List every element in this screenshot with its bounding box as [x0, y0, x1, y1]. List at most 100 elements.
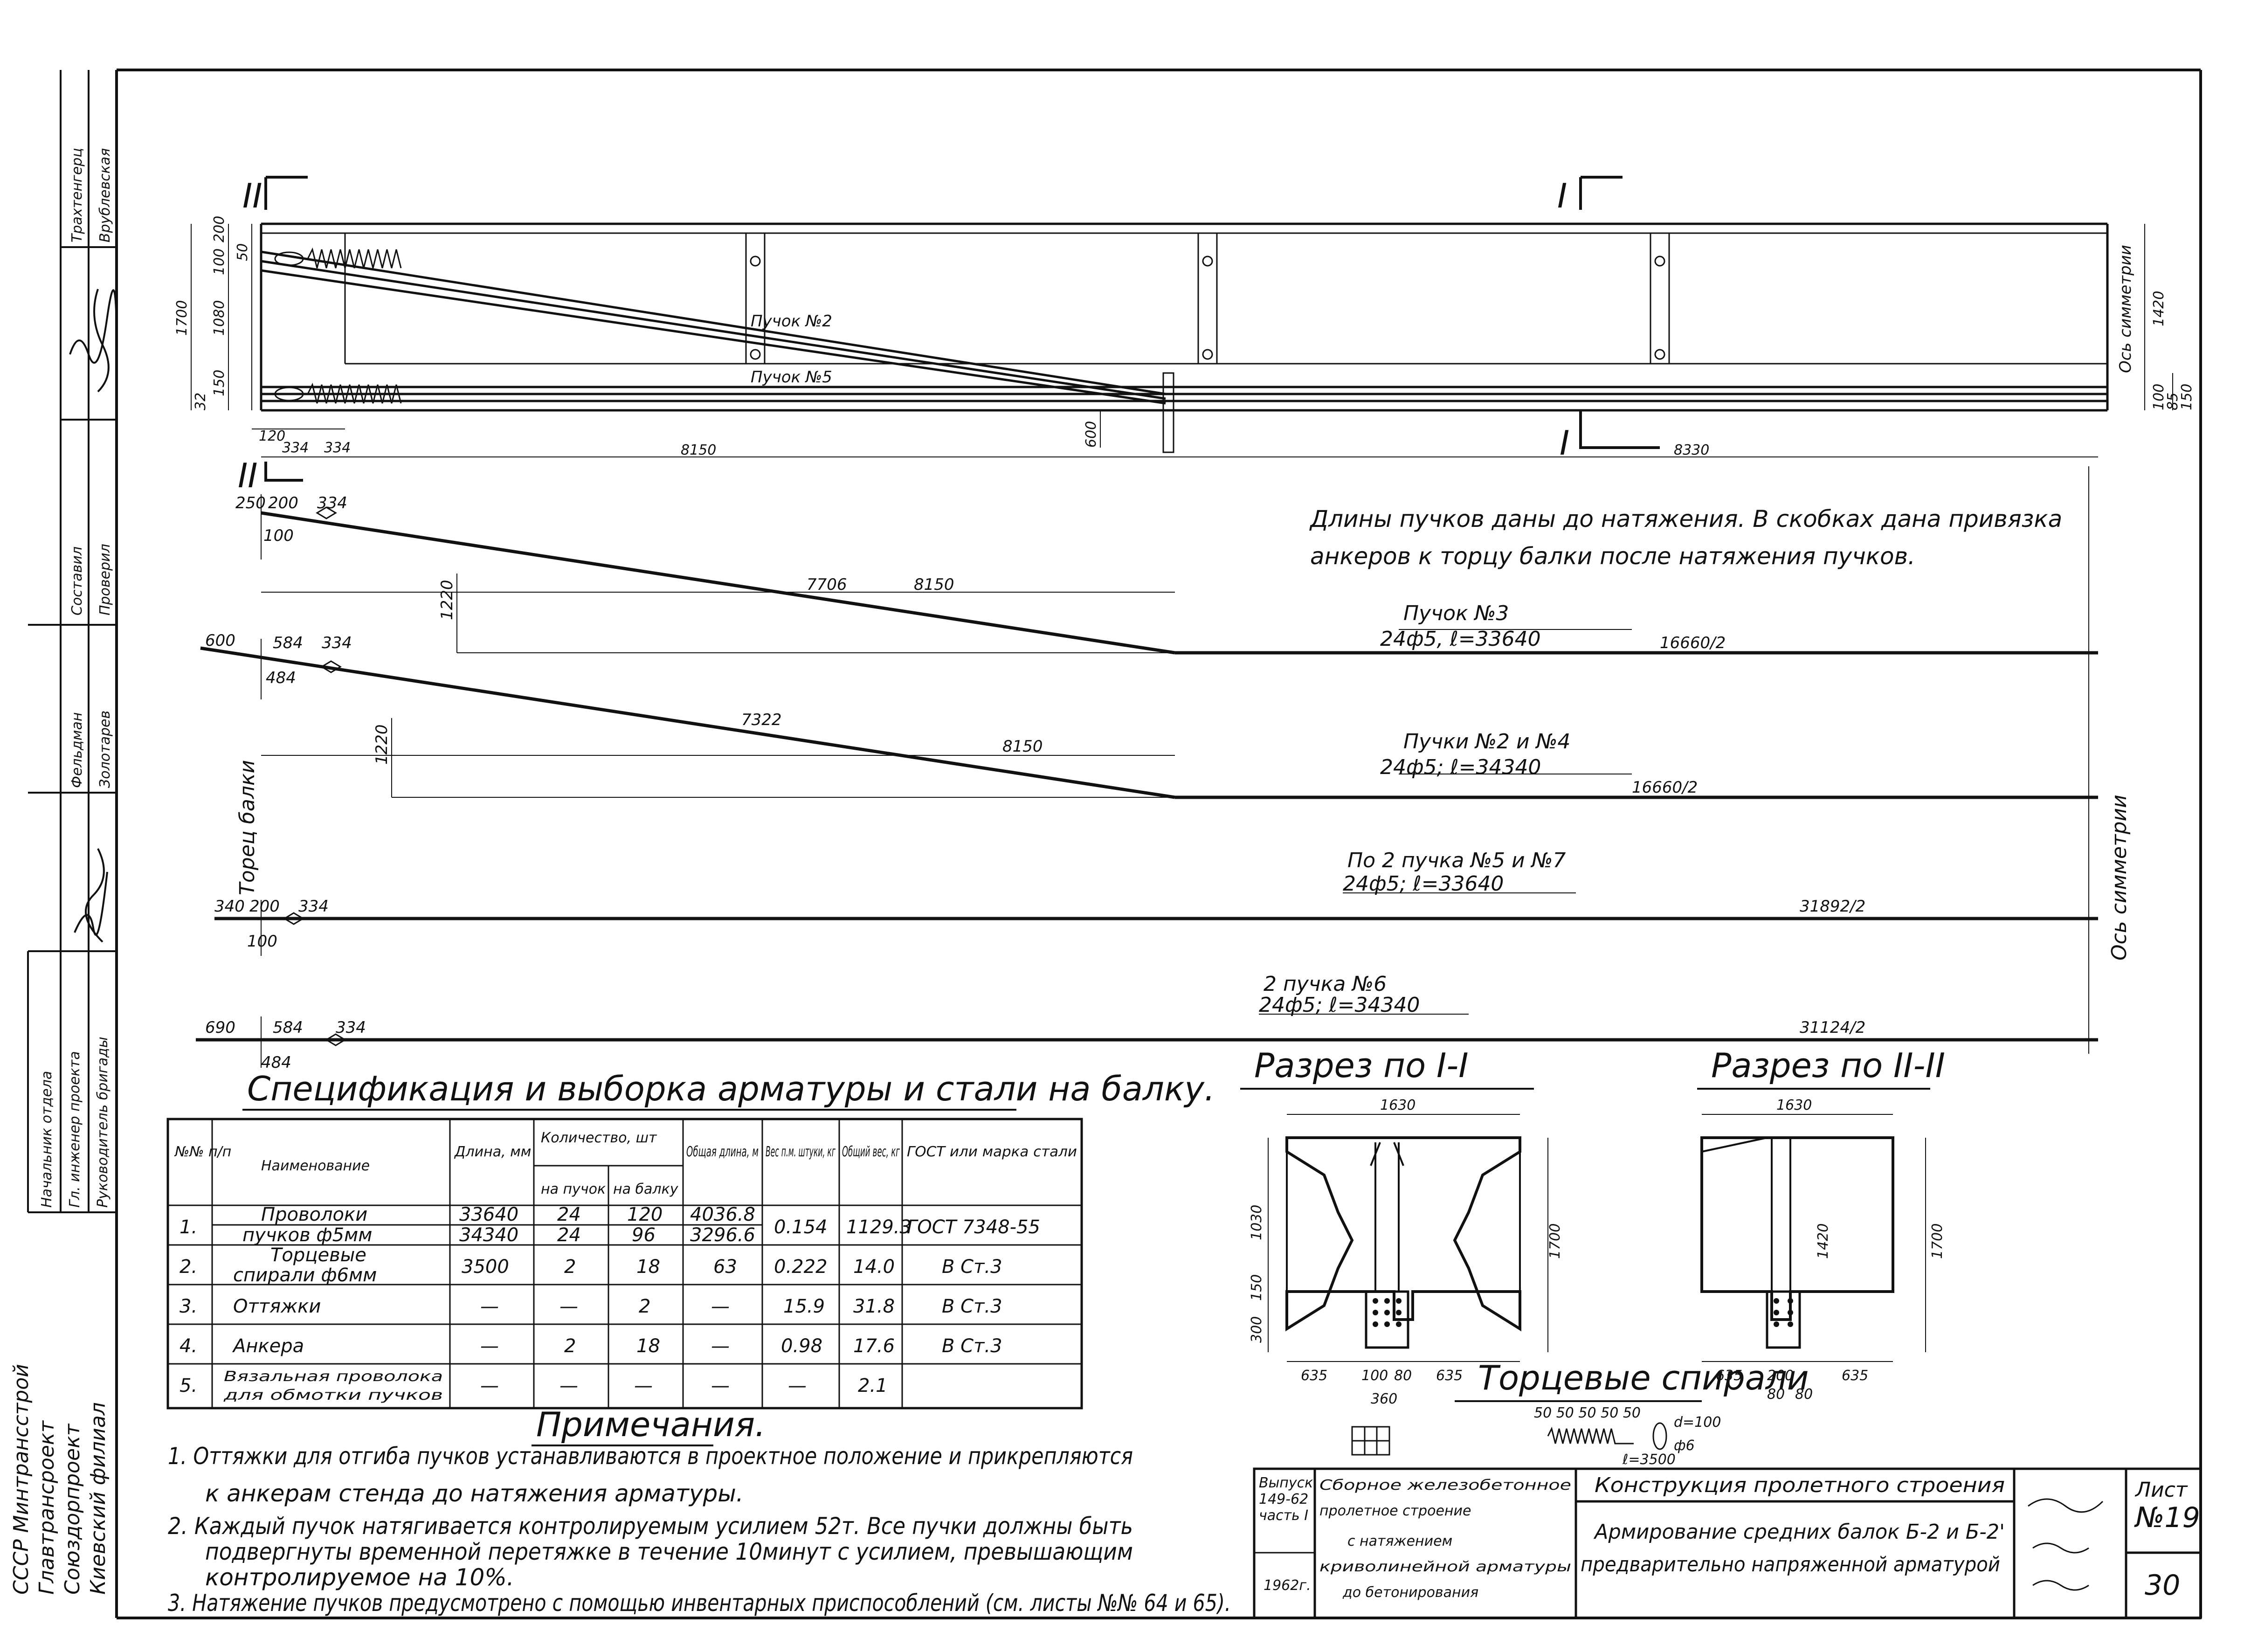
bundle-3-dim-100: 100 [263, 526, 294, 545]
elev-dim-334-b: 334 [324, 440, 351, 456]
section-2-title: Разрез по II-II [1711, 1046, 1945, 1085]
bundle-3-spec: 24ф5, ℓ=33640 [1380, 627, 1541, 651]
col-qty-header: Количество, шт [541, 1130, 657, 1146]
spirals-diameter: d=100 [1674, 1414, 1721, 1431]
org-line-2: Главтрансроект [35, 1420, 59, 1595]
spec-table: Спецификация и выборка арматуры и стали … [166, 1069, 1215, 1410]
strip-name-3: Золотарев [97, 711, 113, 788]
elev-dim-50: 50 [235, 243, 251, 261]
s2-dim-200: 200 [1767, 1368, 1794, 1384]
bundle-5-7: 340 200 334 100 По 2 пучка №5 и №7 24ф5;… [214, 849, 2098, 956]
tb-page-number: 30 [2145, 1569, 2180, 1602]
tb-series-1: Сборное железобетонное [1319, 1477, 1571, 1493]
title-block: Выпуск 149-62 часть I 1962г. Сборное жел… [1253, 1467, 2202, 1619]
spirals-pitch: 50 50 50 50 50 [1534, 1405, 1641, 1421]
row-4-num: 4. [180, 1335, 197, 1357]
s2-dim-1700: 1700 [1929, 1223, 1946, 1259]
row-1-pb-1: 24 [557, 1204, 581, 1225]
row-5-name-1: Вязальная проволока [224, 1369, 443, 1385]
s2-dim-80-right: 80 [1795, 1386, 1813, 1403]
section-mark-i-top: I [1557, 176, 1567, 215]
s2-dim-1420: 1420 [1815, 1223, 1831, 1259]
section-1-title: Разрез по I-I [1254, 1046, 1468, 1085]
row-3-tl: — [711, 1296, 730, 1317]
note-line-2: к анкерам стенда до натяжения арматуры. [205, 1480, 744, 1507]
row-4-tw: 17.6 [853, 1335, 895, 1357]
strip-role-compiled: Составил [69, 546, 85, 615]
tb-series-3: с натяжением [1347, 1533, 1452, 1549]
table-row: 4. Анкера — 2 18 — 0.98 17.6 В Ст.3 [180, 1335, 1002, 1357]
elev-dim-height: 1700 [174, 300, 190, 336]
notes-title: Примечания. [536, 1405, 766, 1444]
row-3-name: Оттяжки [233, 1296, 321, 1317]
elev-dim-1420: 1420 [2151, 291, 2167, 326]
row-5-pbeam: — [634, 1375, 653, 1396]
row-3-pb: — [559, 1296, 578, 1317]
row-5-pb: — [559, 1375, 578, 1396]
bundle-2-4-dim-600: 600 [205, 631, 235, 650]
bundle-3-dim-8150: 8150 [914, 575, 954, 594]
s1-dim-300: 300 [1249, 1316, 1265, 1343]
tb-drawing-1: Армирование средних балок Б-2 и Б-2' [1593, 1520, 2005, 1544]
row-4-len: — [480, 1335, 499, 1357]
top-note-line-1: Длины пучков даны до натяжения. В скобка… [1309, 505, 2062, 532]
elev-bundle-5-label: Пучок №5 [751, 368, 832, 387]
bundle-2-4-dim-1220: 1220 [373, 724, 391, 765]
row-1-tl-1: 4036.8 [690, 1204, 755, 1225]
tb-sheet-label: Лист [2134, 1478, 2188, 1502]
bundle-2-4-title: Пучки №2 и №4 [1403, 730, 1570, 753]
bundle-5-7-spec: 24ф5; ℓ=33640 [1343, 872, 1504, 896]
col-gost-header: ГОСТ или марка стали [907, 1144, 1077, 1160]
elev-dim-200: 200 [211, 216, 228, 242]
elev-dim-1080: 1080 [211, 300, 228, 336]
section-mark-ii-top: II [242, 176, 262, 215]
bundle-6-dim-484: 484 [261, 1053, 291, 1072]
row-5-name-2: для обмотки пучков [223, 1387, 443, 1403]
bundle-schedule: 250 200 334 100 1220 7706 8150 Пучок №3 … [196, 466, 2131, 1072]
bundle-2-4-dim-7322: 7322 [741, 711, 782, 729]
strip-role-checked: Проверил [97, 544, 113, 615]
bundle-2-4-dim-334: 334 [322, 634, 352, 652]
elev-dim-150: 150 [211, 370, 228, 396]
row-4-name: Анкера [232, 1335, 304, 1357]
bundle-2-4: 600 584 334 484 1220 7322 8150 Пучки №2 … [200, 631, 2098, 799]
bundle-2-4-spec: 24ф5; ℓ=34340 [1380, 755, 1541, 779]
bundle-6-half-length: 31124/2 [1800, 1018, 1865, 1037]
s1-dim-635-right: 635 [1436, 1368, 1463, 1384]
bundle-3-title: Пучок №3 [1403, 601, 1509, 625]
elev-dim-r100: 100 [2151, 384, 2167, 410]
spec-table-title: Спецификация и выборка арматуры и стали … [247, 1069, 1215, 1108]
tb-drawing-2: предварительно напряженной арматурой [1581, 1553, 2000, 1576]
row-2-name-2: спирали ф6мм [233, 1265, 377, 1286]
note-line-6: 3. Натяжение пучков предусмотрено с помо… [168, 1590, 1231, 1617]
s1-dim-635-left: 635 [1301, 1368, 1327, 1384]
symmetry-axis-label: Ось симметрии [2107, 795, 2131, 961]
elev-dim-100: 100 [211, 249, 228, 275]
s1-dim-1700: 1700 [1547, 1223, 1563, 1259]
note-line-1: 1. Оттяжки для отгиба пучков устанавлива… [168, 1443, 1133, 1470]
bundle-2-4-half-length: 16660/2 [1632, 778, 1698, 797]
grid-icon [1351, 1426, 1390, 1456]
section-marks: II I I II [238, 176, 1660, 495]
row-2-num: 2. [180, 1256, 197, 1278]
row-3-len: — [480, 1296, 499, 1317]
bundle-3-dim-200: 200 [268, 494, 298, 512]
strip-role-head: Начальник отдела [39, 1071, 55, 1208]
row-5-num: 5. [180, 1375, 197, 1396]
s1-dim-1630: 1630 [1380, 1097, 1416, 1113]
row-1-len-1: 33640 [459, 1204, 518, 1225]
table-row: 5. Вязальная проволока для обмотки пучко… [180, 1369, 888, 1403]
row-1-tl-2: 3296.6 [690, 1224, 755, 1246]
elev-dim-334-a: 334 [282, 440, 309, 456]
elev-dim-120: 120 [259, 428, 285, 444]
org-line-4: Киевский филиал [86, 1402, 110, 1595]
elev-symmetry-axis: Ось симметрии [2116, 245, 2135, 373]
row-2-gost: В Ст.3 [942, 1256, 1002, 1278]
row-3-pbeam: 2 [639, 1296, 650, 1317]
end-spirals: Торцевые спирали 50 50 50 50 50 d=100 ф6… [1351, 1358, 1809, 1468]
bundle-6: 690 584 334 484 2 пучка №6 24ф5; ℓ=34340… [196, 972, 2098, 1072]
beam-elevation: 1700 200 100 1080 50 150 32 1420 100 150… [174, 216, 2195, 458]
elev-dim-r150: 150 [2179, 384, 2195, 410]
row-2-pbeam: 18 [636, 1256, 660, 1278]
